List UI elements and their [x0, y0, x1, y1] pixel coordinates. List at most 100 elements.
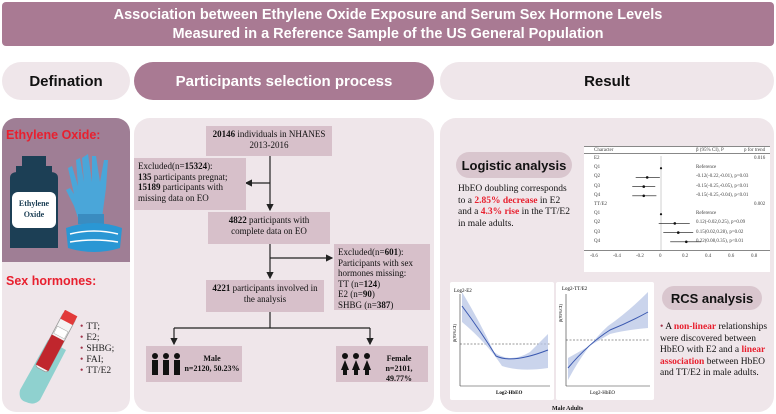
forest-point: [685, 240, 688, 244]
forest-xtick: 0: [659, 254, 662, 259]
header-result: Result: [440, 62, 774, 100]
forest-row-label: Q2: [594, 174, 601, 180]
forest-row-label: Q3: [594, 229, 601, 235]
forest-point: [642, 185, 646, 188]
logistic-text-3: in the TT/E2 in male adults.: [458, 207, 570, 229]
excluded-missing-text: participants with missing data on EO: [138, 182, 223, 203]
forest-row-value: 0.12(-0.02,0.25), p=0.09: [696, 220, 746, 226]
forest-row-label: TT/E2: [594, 202, 608, 207]
flow-box-complete-eo: 4822 participants with complete data on …: [208, 212, 330, 244]
header-selection: Participants selection process: [134, 62, 434, 100]
logistic-highlight-2: 4.3% rise: [480, 207, 520, 217]
rcs-e2-yaxis-label: β(95%CI): [452, 323, 457, 342]
forest-point: [673, 222, 677, 225]
analysis-count: 4221: [212, 283, 231, 293]
rcs-tte2-yaxis-label: β(95%CI): [558, 303, 563, 322]
title-bar: Association between Ethylene Oxide Expos…: [2, 2, 774, 46]
male-people-icon: [152, 353, 180, 375]
excluded-1-head: Excluded(n=: [138, 161, 185, 171]
sex-hormones-label: Sex hormones:: [6, 274, 97, 288]
face-mask-icon: [66, 223, 122, 252]
excluded-shbg-count: 387: [376, 299, 391, 310]
header-defination: Defination: [2, 62, 130, 100]
excluded-2-desc: Participants with sex hormones missing:: [338, 257, 413, 279]
rcs-analysis-tag: RCS analysis: [662, 286, 762, 310]
excluded-missing-count: 15189: [138, 182, 161, 192]
hormone-item: SHBG;: [80, 344, 114, 355]
rcs-bullet-icon: •: [660, 322, 666, 332]
forest-col-character: Character: [594, 148, 614, 153]
flow-box-nhanes: 20146 individuals in NHANES 2013-2016: [206, 126, 332, 156]
excluded-2-tail: ):: [398, 247, 404, 257]
blood-tube-illustration: [19, 310, 78, 404]
title-line-2: Measured in a Reference Sample of the US…: [172, 26, 604, 42]
excluded-1-count: 15324: [184, 161, 208, 171]
female-people-icon: [341, 353, 371, 375]
forest-xtick: 0.4: [705, 254, 712, 259]
forest-row-value: -0.15(-0.25,-0.04), p<0.01: [696, 192, 749, 198]
forest-col-trend: p for trend: [744, 148, 766, 153]
hormone-item: E2;: [80, 333, 114, 344]
excluded-e2-count: 90: [362, 289, 372, 299]
rcs-highlight-1: non-linear: [673, 322, 717, 332]
forest-row-value: 0.22(0.08,0.35), p<0.01: [696, 238, 744, 244]
forest-header: Character β (95% CI), P p for trend: [584, 146, 770, 154]
forest-row-value: Reference: [696, 211, 717, 217]
male-label-block: Male n=2120, 50.23%: [184, 354, 240, 374]
forest-reference-point: [659, 213, 663, 216]
bottle-label-line-1: Ethylene: [19, 199, 50, 208]
bottle-label-line-2: Oxide: [24, 210, 45, 219]
rcs-highlight-2: linear association: [660, 345, 766, 367]
forest-row-value: -0.12(-0.22,-0.01), p=0.03: [696, 174, 749, 180]
forest-row-value: 0.15(0.02,0.28), p=0.02: [696, 229, 744, 235]
ethylene-oxide-label: Ethylene Oxide:: [6, 128, 101, 142]
forest-xtick: -0.4: [613, 254, 621, 259]
rcs-tte2-ci-band: [568, 292, 648, 380]
hormone-item: TT;: [80, 322, 114, 333]
forest-row-label: Q1: [594, 211, 601, 217]
flow-box-excluded-1: Excluded(n=15324): 135 participants preg…: [134, 158, 246, 210]
forest-xtick: -0.6: [590, 254, 598, 259]
excluded-pregnant-text: participants pregnat;: [151, 171, 228, 182]
forest-row-label: Q4: [594, 192, 601, 198]
hormone-item: TT/E2: [80, 366, 114, 377]
excluded-2-count: 601: [384, 247, 399, 257]
rcs-tte2-curve: [567, 311, 649, 369]
excluded-shbg-label: SHBG (n=: [338, 299, 377, 310]
excluded-pregnant-count: 135: [138, 171, 152, 182]
forest-marks: [632, 156, 702, 250]
forest-row-label: Q3: [594, 183, 601, 189]
forest-point: [642, 194, 646, 198]
forest-point: [676, 231, 680, 234]
flow-box-male: Male n=2120, 50.23%: [146, 346, 242, 382]
rcs-tte2-title: Log2-TT/E2: [562, 287, 588, 292]
logistic-description: HbEO doubling corresponds to a 2.85% dec…: [458, 184, 576, 230]
male-label: Male: [203, 354, 221, 363]
rcs-tte2-xlabel: Log2-HbEO: [590, 391, 615, 396]
rcs-plot-e2: Log2-E2 β(95%CI) Log2-HbEO: [450, 282, 554, 400]
flow-box-female: Female n=2101, 49.77%: [336, 346, 428, 384]
flow-box-analysis: 4221 participants involved in the analys…: [206, 280, 324, 312]
rcs-e2-ci-band: [462, 292, 548, 370]
flow-box-excluded-2: Excluded(n=601): Participants with sex h…: [334, 244, 430, 310]
nhanes-count: 20146: [212, 129, 236, 139]
hormone-list: TT; E2; SHBG; FAI; TT/E2: [80, 322, 114, 377]
logistic-highlight-1: 2.85% decrease: [474, 195, 538, 206]
excluded-tt-count: 124: [363, 278, 378, 289]
flow-connectors: [170, 156, 374, 346]
analysis-text: participants involved in the analysis: [230, 283, 318, 304]
forest-xtick: 0.6: [728, 254, 735, 259]
forest-row-label: Q1: [594, 165, 601, 171]
title-line-1: Association between Ethylene Oxide Expos…: [113, 7, 663, 23]
excluded-tt-label: TT (n=: [338, 278, 364, 289]
forest-point: [645, 176, 649, 179]
blood-tube-icon: [19, 310, 78, 404]
male-count: n=2120, 50.23%: [184, 364, 240, 373]
complete-eo-count: 4822: [228, 215, 247, 225]
rcs-description: • A non-linear relationships were discov…: [660, 322, 772, 380]
rcs-text-2: relationships were discovered between Hb…: [660, 322, 768, 355]
female-label-block: Female n=2101, 49.77%: [372, 354, 426, 384]
forest-axis: [584, 250, 770, 251]
male-adults-label: Male Adults: [552, 406, 584, 412]
